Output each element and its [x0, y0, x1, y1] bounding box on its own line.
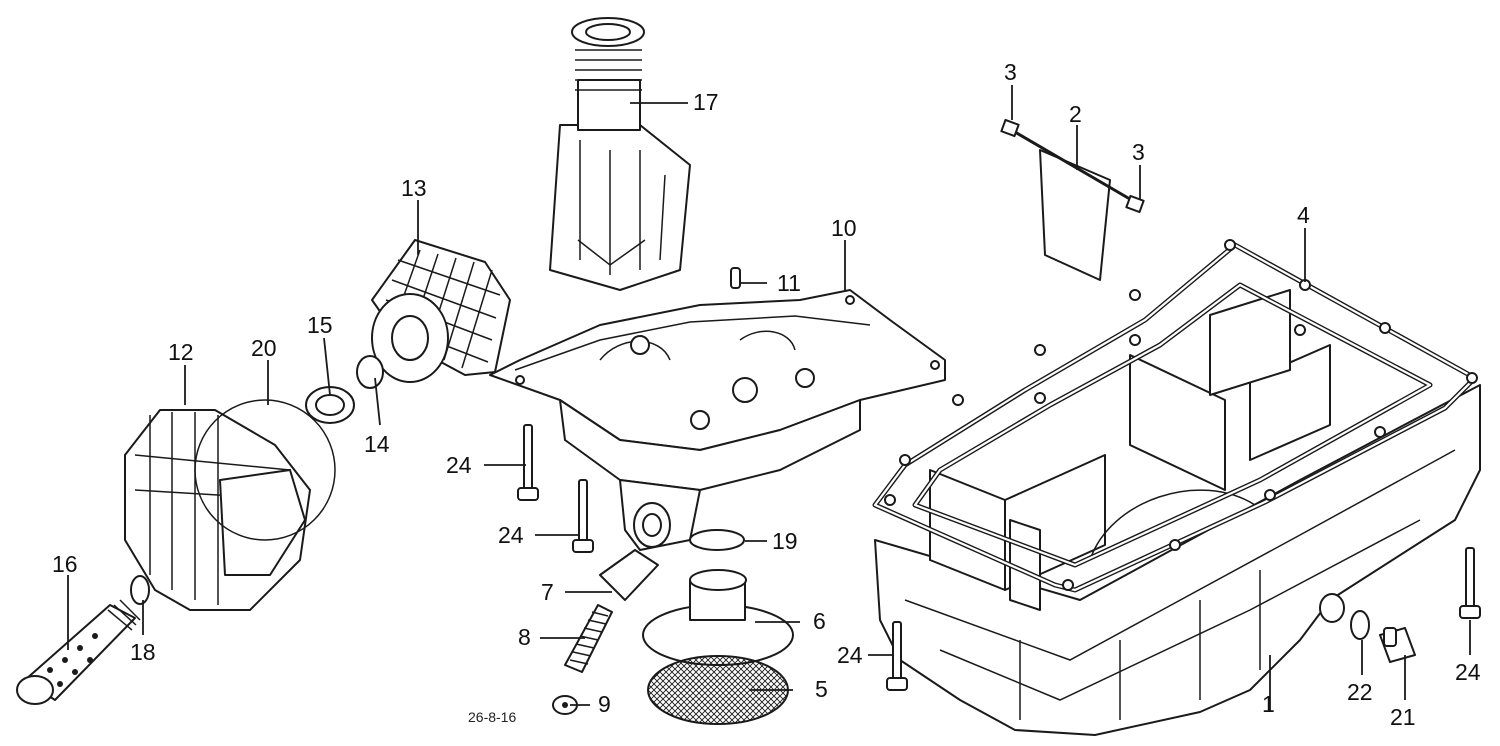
- callout-numbers: 1 2 3 3 4 5 6 7 8 9 10 11 12 13 14 15 16…: [52, 59, 1481, 730]
- callout-14: 14: [364, 431, 390, 457]
- callout-3-lower: 3: [1132, 139, 1145, 165]
- oil-strainer-housing: [549, 17, 691, 291]
- callout-4: 4: [1297, 202, 1310, 228]
- callout-22: 22: [1347, 679, 1373, 705]
- callout-10: 10: [831, 215, 857, 241]
- filter-center-bolt: [16, 599, 141, 705]
- callout-24-a: 24: [446, 452, 472, 478]
- small-pin: [730, 267, 741, 289]
- callout-24-c: 24: [837, 642, 863, 668]
- callout-20: 20: [251, 335, 277, 361]
- baffle-and-wire: [1000, 118, 1145, 281]
- callout-19: 19: [772, 528, 798, 554]
- oil-filter-element: [371, 239, 511, 383]
- oil-pan-gasket: [872, 239, 1478, 593]
- leader-lines: [67, 85, 1471, 712]
- callout-5: 5: [815, 676, 828, 702]
- oil-filter-cover: [124, 399, 336, 611]
- callout-17: 17: [693, 89, 719, 115]
- callout-24-b: 24: [498, 522, 524, 548]
- callout-13: 13: [401, 175, 427, 201]
- callout-21: 21: [1390, 704, 1416, 730]
- mounting-bolts: [517, 424, 1481, 691]
- callout-24-d: 24: [1455, 659, 1481, 685]
- figure-reference: 26-8-16: [468, 709, 516, 725]
- callout-8: 8: [518, 624, 531, 650]
- callout-12: 12: [168, 339, 194, 365]
- callout-16: 16: [52, 551, 78, 577]
- callout-6: 6: [813, 608, 826, 634]
- o-rings: [130, 355, 1370, 640]
- oil-pump-body: [489, 289, 946, 551]
- callout-18: 18: [130, 639, 156, 665]
- callout-11: 11: [777, 270, 801, 296]
- callout-1: 1: [1262, 691, 1275, 717]
- oil-pan: [874, 289, 1481, 736]
- callout-15: 15: [307, 312, 333, 338]
- callout-7: 7: [541, 579, 554, 605]
- oil-strainer-screen: [642, 569, 794, 725]
- callout-9: 9: [598, 691, 611, 717]
- callout-2: 2: [1069, 101, 1082, 127]
- relief-valve: [552, 549, 659, 715]
- drain-bolt: [1379, 627, 1416, 663]
- callout-3-upper: 3: [1004, 59, 1017, 85]
